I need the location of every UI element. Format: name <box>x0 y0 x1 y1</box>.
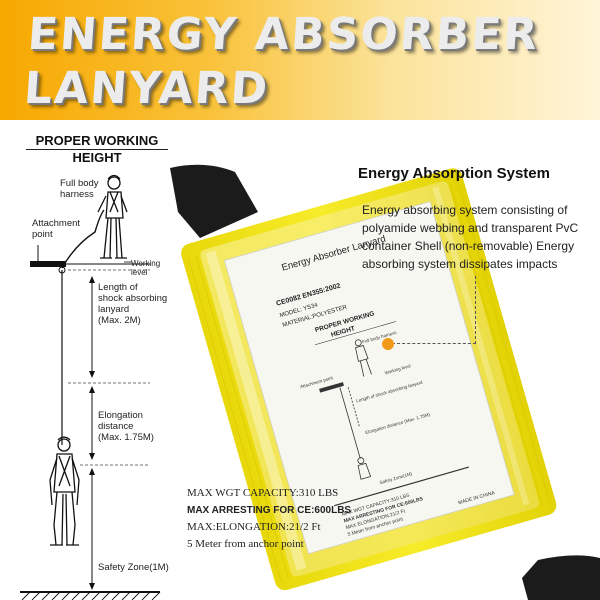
elongation-label-line3: (Max. 1.75M) <box>98 432 154 443</box>
pack-material: MATERIAL:POLYESTER <box>282 304 349 328</box>
diagram-title-rule <box>26 149 168 150</box>
fallen-worker-figure <box>49 436 80 546</box>
length-label-line4: (Max. 2M) <box>98 315 141 326</box>
working-label-line1: Working <box>131 259 161 268</box>
diagram-title-line1: PROPER WORKING <box>35 133 159 148</box>
elongation-label: Elongation distance (Max. 1.75M) <box>98 410 154 443</box>
working-label-line2: level <box>131 268 148 277</box>
harness-label-line1: Full body <box>60 178 99 189</box>
attachment-label-line1: Attachment <box>32 218 81 229</box>
pack-diagram-title-2: HEIGHT <box>330 325 356 339</box>
pack-attachment: Attachment point <box>300 375 335 389</box>
length-label-line1: Length of <box>98 282 138 293</box>
callout-dot <box>382 338 394 350</box>
working-height-diagram: PROPER WORKING HEIGHT <box>0 120 190 600</box>
diagram-drawing <box>20 174 161 600</box>
harness-label-line2: harness <box>60 189 94 200</box>
attachment-label: Attachment point <box>32 218 80 240</box>
pack-cert: CE0082 EN355:2002 <box>276 283 342 308</box>
spec-weight: MAX WGT CAPACITY:310 LBS <box>187 487 339 499</box>
working-level-label: Working level <box>131 259 160 277</box>
length-label: Length of shock absorbing lanyard (Max. … <box>98 282 167 326</box>
diagram-title: PROPER WORKING HEIGHT <box>22 132 172 166</box>
bottom-strap <box>522 555 600 600</box>
callout-leader-horizontal <box>392 343 476 344</box>
spec-list: MAX WGT CAPACITY:310 LBS MAX ARRESTING F… <box>187 485 447 553</box>
elongation-label-line2: distance <box>98 421 134 432</box>
section-heading: Energy Absorption System <box>358 165 550 182</box>
diagram-title-line2: HEIGHT <box>72 150 122 165</box>
spec-elongation: MAX:ELONGATION:21/2 Ft <box>187 521 321 533</box>
pack-origin: MADE IN CHINA <box>458 490 497 506</box>
banner-title-line2: LANYARD <box>22 63 271 114</box>
callout-leader-vertical <box>475 276 476 344</box>
pack-mini-diagram <box>319 339 469 507</box>
length-label-line2: shock absorbing <box>98 293 168 304</box>
elongation-label-line1: Elongation <box>98 410 143 421</box>
pack-length: Length of shock absorbing lanyard <box>356 380 424 404</box>
pack-safety: Safety Zone(1M) <box>379 471 413 485</box>
pack-diagram-title-1: PROPER WORKING <box>314 310 375 334</box>
title-banner: ENERGY ABSORBER LANYARD <box>0 0 600 120</box>
pack-elongation: Elongation distance (Max. 1.75M) <box>365 412 431 435</box>
harness-label: Full body harness <box>60 178 99 200</box>
section-description: Energy absorbing system consisting of po… <box>362 203 579 271</box>
spec-arresting: MAX ARRESTING FOR CE:600LBS <box>187 505 352 516</box>
pack-working: Working level <box>384 363 411 375</box>
banner-title-line1: ENERGY ABSORBER <box>26 9 541 60</box>
safety-zone-label: Safety Zone(1M) <box>98 562 169 573</box>
anchor-beam <box>30 261 66 267</box>
top-worker-figure <box>97 174 128 259</box>
attachment-label-line2: point <box>32 229 53 240</box>
spec-anchor: 5 Meter from anchor point <box>187 538 304 550</box>
pack-model: MODEL: YS34 <box>279 302 319 319</box>
banner-title: ENERGY ABSORBER LANYARD <box>22 8 541 116</box>
length-label-line3: lanyard <box>98 304 130 315</box>
